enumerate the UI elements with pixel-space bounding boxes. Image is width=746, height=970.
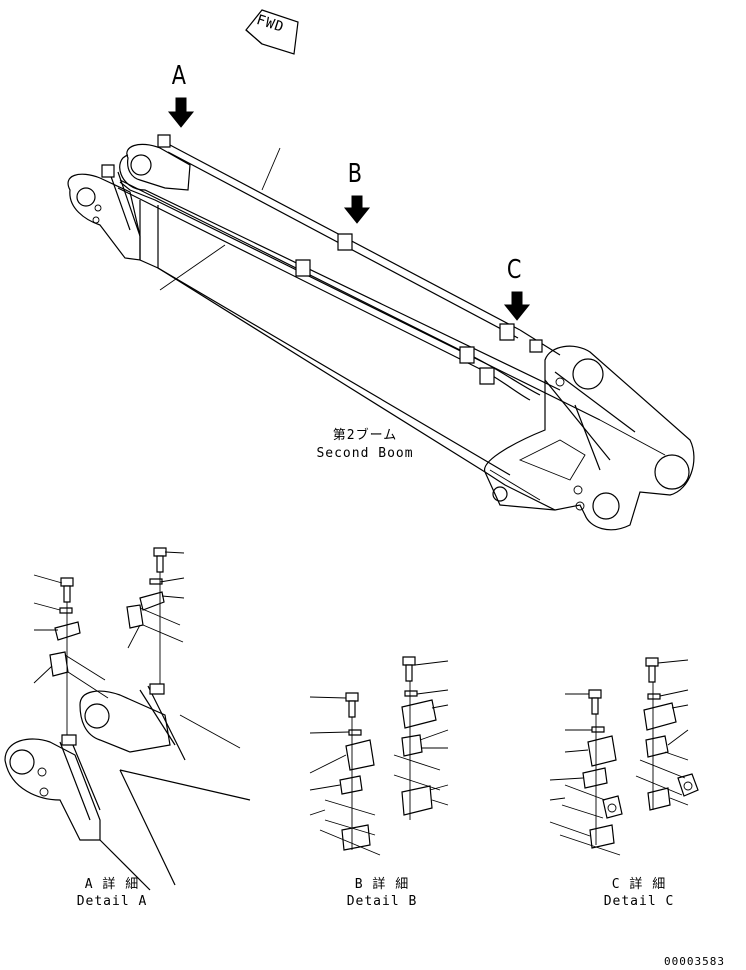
fwd-arrow-tag <box>246 10 298 54</box>
boom-label-jp: 第2ブーム <box>332 428 398 443</box>
drawing-number: 00003583 <box>664 955 725 968</box>
view-arrow-c <box>505 292 529 320</box>
detail-c-title-jp: C 詳 細 <box>611 877 667 892</box>
detail-b-title-en: Detail B <box>346 894 418 909</box>
boom-body <box>68 144 694 529</box>
view-marker-a: A <box>171 61 187 91</box>
detail-b-title-jp: B 詳 細 <box>354 877 410 892</box>
detail-a-title-jp: A 詳 細 <box>84 877 140 892</box>
detail-a-drawing <box>5 548 250 890</box>
detail-b-drawing <box>310 657 448 855</box>
hydraulic-pipe-lower <box>118 180 540 400</box>
detail-c-drawing <box>550 658 698 855</box>
pipe-clamp <box>102 135 542 384</box>
view-marker-c: C <box>506 255 522 285</box>
detail-a-title-en: Detail A <box>76 894 148 909</box>
view-arrow-a <box>169 98 193 127</box>
view-arrow-b <box>345 196 369 223</box>
detail-c-title-en: Detail C <box>603 894 675 909</box>
boom-label-en: Second Boom <box>316 446 414 461</box>
view-marker-b: B <box>347 159 363 189</box>
